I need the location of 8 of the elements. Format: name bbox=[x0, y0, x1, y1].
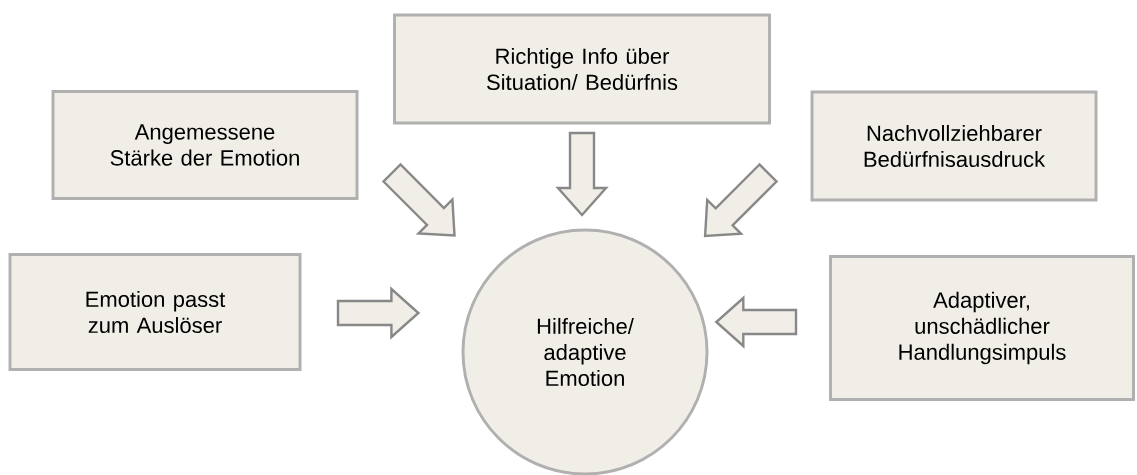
text-box: Adaptiver, unschädlicher Handlungsimpuls bbox=[829, 255, 1135, 401]
block-arrow bbox=[336, 286, 421, 340]
block-arrow bbox=[555, 131, 609, 217]
text-box: Emotion passt zum Auslöser bbox=[8, 253, 302, 371]
text-box: Richtige Info über Situation/ Bedürfnis bbox=[393, 13, 771, 125]
text-box: Nachvollziehbarer Bedürfnisausdruck bbox=[810, 90, 1098, 202]
text-box: Angemessene Stärke der Emotion bbox=[51, 90, 359, 200]
block-arrow bbox=[714, 295, 798, 349]
